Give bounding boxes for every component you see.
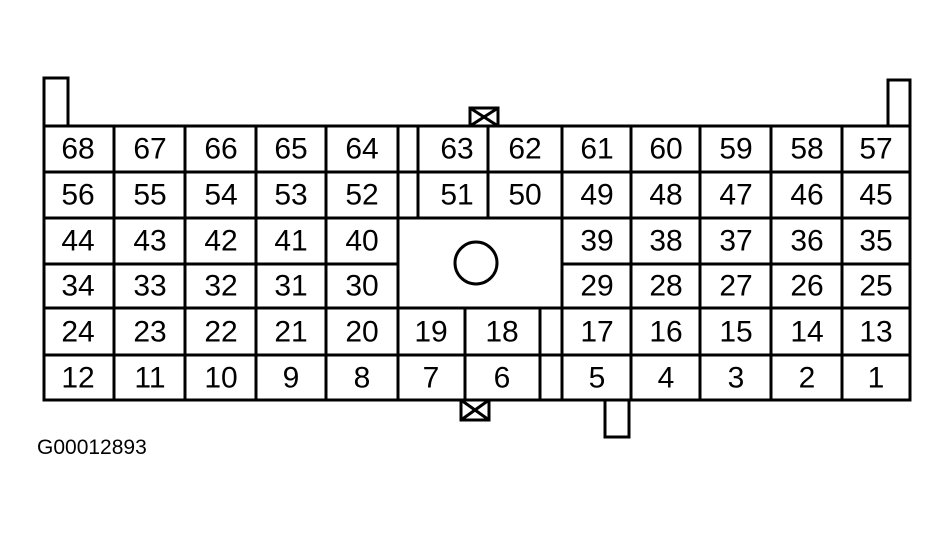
center-hole — [453, 240, 499, 286]
pin-label: 15 — [719, 316, 752, 349]
figure-id: G00012893 — [37, 436, 147, 459]
pin-label: 59 — [719, 133, 752, 166]
pin-label: 43 — [133, 225, 166, 258]
pin-label: 65 — [274, 133, 307, 166]
pin-label: 19 — [414, 316, 447, 349]
pin-label: 21 — [274, 316, 307, 349]
pin-label: 17 — [580, 316, 613, 349]
pin-label: 23 — [133, 316, 166, 349]
pin-label: 20 — [345, 316, 378, 349]
pin-label: 16 — [649, 316, 682, 349]
latch-marker-bottom — [459, 398, 491, 422]
pin-label: 22 — [204, 316, 237, 349]
pin-label: 36 — [790, 225, 823, 258]
pin-label: 53 — [274, 179, 307, 212]
pin-label: 66 — [204, 133, 237, 166]
pin-label: 50 — [508, 179, 541, 212]
pin-label: 56 — [61, 179, 94, 212]
pin-label: 46 — [790, 179, 823, 212]
pin-label: 6 — [494, 362, 511, 395]
pin-label: 57 — [859, 133, 892, 166]
pin-label: 67 — [133, 133, 166, 166]
pin-label: 55 — [133, 179, 166, 212]
latch-marker-top — [468, 106, 500, 128]
pin-label: 60 — [649, 133, 682, 166]
mounting-tab-bottom — [603, 398, 631, 439]
pin-label: 42 — [204, 225, 237, 258]
pin-label: 30 — [345, 270, 378, 303]
pin-label: 10 — [204, 362, 237, 395]
pin-label: 38 — [649, 225, 682, 258]
pin-label: 12 — [61, 362, 94, 395]
pin-label: 32 — [204, 270, 237, 303]
pin-label: 34 — [61, 270, 94, 303]
pin-label: 37 — [719, 225, 752, 258]
pin-label: 18 — [485, 316, 518, 349]
pin-label: 64 — [345, 133, 378, 166]
pin-label: 29 — [580, 270, 613, 303]
pin-label: 44 — [61, 225, 94, 258]
pin-label: 24 — [61, 316, 94, 349]
pin-label: 52 — [345, 179, 378, 212]
pin-label: 13 — [859, 316, 892, 349]
pin-label: 39 — [580, 225, 613, 258]
pin-label: 54 — [204, 179, 237, 212]
pin-label: 47 — [719, 179, 752, 212]
pin-label: 25 — [859, 270, 892, 303]
pin-label: 7 — [423, 362, 440, 395]
pin-label: 5 — [589, 362, 606, 395]
pin-label: 68 — [61, 133, 94, 166]
pin-label: 63 — [440, 133, 473, 166]
pin-label: 45 — [859, 179, 892, 212]
mounting-tab-left — [42, 76, 70, 128]
pin-label: 31 — [274, 270, 307, 303]
pin-label: 51 — [440, 179, 473, 212]
pin-label: 40 — [345, 225, 378, 258]
pin-label: 48 — [649, 179, 682, 212]
pin-label: 62 — [508, 133, 541, 166]
pin-label: 35 — [859, 225, 892, 258]
pin-label: 27 — [719, 270, 752, 303]
pin-label: 14 — [790, 316, 823, 349]
pin-label: 58 — [790, 133, 823, 166]
pin-label: 41 — [274, 225, 307, 258]
pin-label: 2 — [799, 362, 816, 395]
pin-label: 26 — [790, 270, 823, 303]
pin-label: 9 — [283, 362, 300, 395]
pin-label: 8 — [354, 362, 371, 395]
pin-label: 1 — [868, 362, 885, 395]
pin-label: 11 — [134, 362, 165, 395]
mounting-tab-right — [886, 78, 912, 128]
pin-label: 61 — [580, 133, 613, 166]
pin-label: 33 — [133, 270, 166, 303]
pin-label: 4 — [658, 362, 675, 395]
pin-label: 3 — [728, 362, 745, 395]
pin-label: 49 — [580, 179, 613, 212]
pin-label: 28 — [649, 270, 682, 303]
